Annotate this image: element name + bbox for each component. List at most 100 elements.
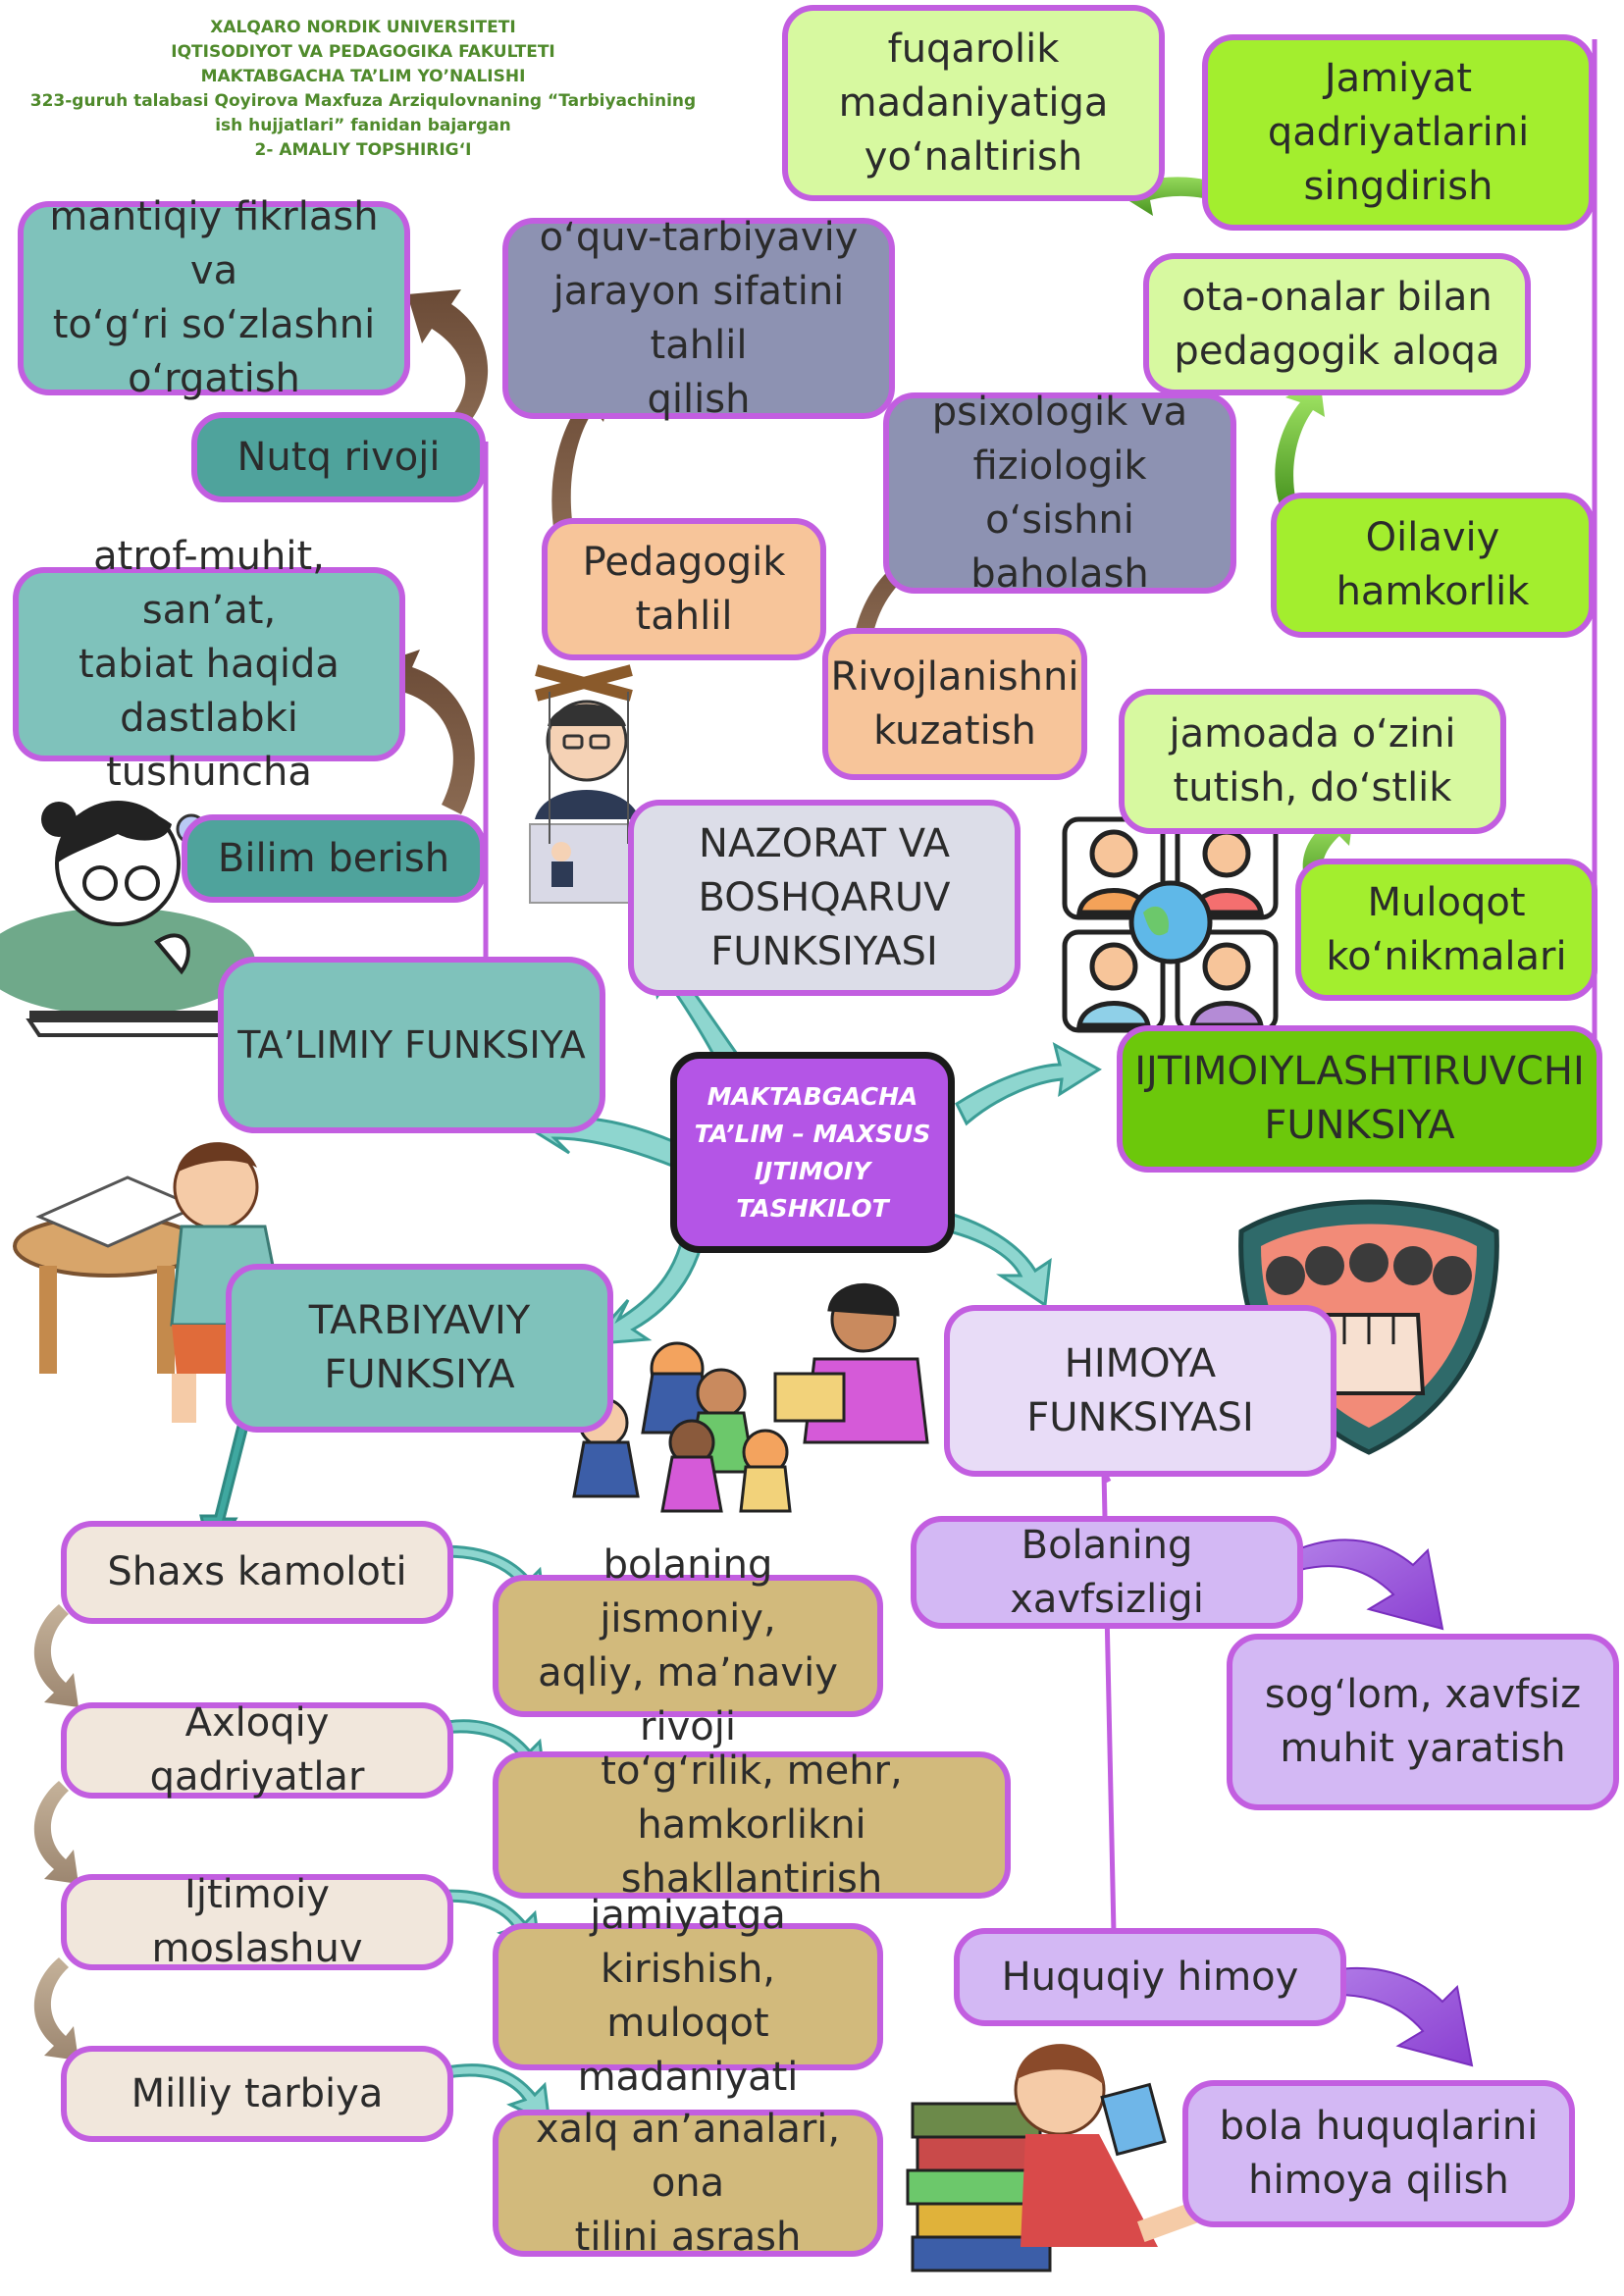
oilaviy-hamkorlik-node: Oilaviy hamkorlik xyxy=(1271,493,1595,638)
rivojlanish-line-1: Rivojlanishni xyxy=(830,653,1079,700)
muloqot-line-2: ko‘nikmalari xyxy=(1326,933,1567,979)
shaxs-label: Shaxs kamoloti xyxy=(107,1549,407,1594)
arrow-huquqiy xyxy=(1303,1966,1474,2067)
ijtimoiy-funksiya-node: IJTIMOIYLASHTIRUVCHI FUNKSIYA xyxy=(1117,1025,1602,1173)
faculty-name: IQTISODIYOT VA PEDAGOGIKA FAKULTETI xyxy=(171,42,555,62)
center-line-3: IJTIMOIY TASHKILOT xyxy=(736,1156,889,1223)
nazorat-funksiya-node: NAZORAT VA BOSHQARUV FUNKSIYASI xyxy=(628,800,1021,996)
jamiyat-line-2: qadriyatlarini xyxy=(1267,109,1530,155)
arrow-tan-1 xyxy=(33,1604,79,1707)
nutq-detail-line-1: mantiqiy fikrlash va xyxy=(49,194,379,293)
xavfsizlik-detail-node: sog‘lom, xavfsiz muhit yaratish xyxy=(1227,1634,1619,1810)
rivojlanish-detail-line-1: psixologik va xyxy=(931,389,1188,435)
himoya-title-1: HIMOYA xyxy=(1064,1340,1217,1386)
moslashuv-detail-line-2: muloqot madaniyati xyxy=(577,2001,799,2100)
muloqot-node: Muloqot ko‘nikmalari xyxy=(1295,859,1598,1001)
jamoada-line-2: tutish, do‘stlik xyxy=(1173,765,1452,810)
rivojlanish-line-2: kuzatish xyxy=(873,707,1036,754)
huquqiy-detail-node: bola huquqlarini himoya qilish xyxy=(1182,2080,1575,2227)
axloqiy-detail-line-2: shakllantirish xyxy=(620,1855,883,1902)
tarbiyaviy-funksiya-node: TARBIYAVIY FUNKSIYA xyxy=(226,1264,613,1433)
rivojlanish-detail-line-2: fiziologik o‘sishni xyxy=(972,443,1147,543)
shaxs-detail-node: bolaning jismoniy, aqliy, ma’naviy rivoj… xyxy=(493,1542,883,1749)
ijtimoiy-title-2: FUNKSIYA xyxy=(1264,1103,1455,1148)
arrow-to-tarbiyaviy xyxy=(585,1210,708,1346)
assignment-line: 2- AMALIY TOPSHIRIG‘I xyxy=(254,140,472,160)
milliy-detail-node: xalq an’analari, ona tilini asrash xyxy=(493,2107,883,2260)
bilim-label: Bilim berish xyxy=(217,835,450,881)
moslashuv-label: Ijtimoiy moslashuv xyxy=(151,1872,363,1971)
pedagogik-detail-node: o‘quv-tarbiyaviy jarayon sifatini tahlil… xyxy=(502,215,895,422)
huquqiy-detail-line-1: bola huquqlarini xyxy=(1219,2104,1539,2149)
jamiyat-node: Jamiyat qadriyatlarini singdirish xyxy=(1202,34,1595,231)
jamiyat-line-1: Jamiyat xyxy=(1324,55,1473,101)
milliy-detail-line-2: tilini asrash xyxy=(574,2214,802,2260)
arrow-pedagogik-up xyxy=(551,378,613,535)
arrow-tan-2 xyxy=(33,1781,79,1884)
reading-girl-icon xyxy=(0,801,255,1037)
rivojlanish-node: Rivojlanishni kuzatish xyxy=(822,628,1087,780)
nutq-detail-node: mantiqiy fikrlash va to‘g‘ri so‘zlashni … xyxy=(18,194,410,401)
university-name: XALQARO NORDIK UNIVERSITETI xyxy=(210,18,516,37)
arrow-nutq-up xyxy=(407,289,489,432)
milliy-detail-line-1: xalq an’analari, ona xyxy=(535,2106,841,2206)
jamoada-line-1: jamoada o‘zini xyxy=(1169,711,1456,757)
child-with-books-icon xyxy=(906,2044,1219,2272)
jamiyat-line-3: singdirish xyxy=(1303,163,1493,209)
xavfsizlik-detail-line-2: muhit yaratish xyxy=(1280,1726,1566,1771)
pedagogik-line-1: Pedagogik xyxy=(582,539,786,585)
tarbiyaviy-title-2: FUNKSIYA xyxy=(324,1352,515,1397)
fuqarolik-line-2: madaniyatiga xyxy=(838,79,1109,126)
nazorat-title-1: NAZORAT VA xyxy=(699,820,950,866)
nutq-rivoji-node: Nutq rivoji xyxy=(191,412,486,502)
arrow-to-ijtimoiy xyxy=(955,1042,1102,1126)
shaxs-kamoloti-node: Shaxs kamoloti xyxy=(61,1521,453,1624)
fuqarolik-node: fuqarolik madaniyatiga yo‘naltirish xyxy=(782,5,1165,201)
nutq-detail-line-3: o‘rgatish xyxy=(128,356,300,401)
ijtimoiy-title-1: IJTIMOIYLASHTIRUVCHI xyxy=(1134,1049,1585,1094)
arrow-to-himoya xyxy=(925,1207,1052,1308)
axloqiy-detail-line-1: to‘g‘rilik, mehr, hamkorlikni xyxy=(601,1748,903,1848)
jamoada-node: jamoada o‘zini tutish, do‘stlik xyxy=(1119,689,1506,834)
huquqiy-label: Huquqiy himoy xyxy=(1001,1954,1299,2000)
nazorat-title-2: BOSHQARUV xyxy=(698,874,951,920)
ota-onalar-node: ota-onalar bilan pedagogik aloqa xyxy=(1143,253,1531,395)
program-name: MAKTABGACHA TA’LIM YO’NALISHI xyxy=(200,67,526,86)
talimiy-funksiya-node: TA’LIMIY FUNKSIYA xyxy=(218,957,605,1133)
pedagogik-detail-line-3: qilish xyxy=(647,376,751,422)
nutq-detail-line-2: to‘g‘ri so‘zlashni xyxy=(52,302,376,347)
bilim-detail-line-3: dastlabki tushuncha xyxy=(106,695,312,795)
axloqiy-detail-node: to‘g‘rilik, mehr, hamkorlikni shakllanti… xyxy=(493,1748,1011,1902)
shaxs-detail-line-1: bolaning jismoniy, xyxy=(600,1541,776,1642)
central-topic: MAKTABGACHA TA’LIM – MAXSUS IJTIMOIY TAS… xyxy=(670,1052,955,1253)
milliy-tarbiya-node: Milliy tarbiya xyxy=(61,2046,453,2142)
arrow-milliy xyxy=(440,2063,551,2127)
oilaviy-line-1: Oilaviy xyxy=(1365,515,1500,560)
student-line: 323-guruh talabasi Qoyirova Maxfuza Arzi… xyxy=(29,91,697,111)
shaxs-detail-line-2: aqliy, ma’naviy rivoji xyxy=(538,1649,838,1749)
center-line-1: MAKTABGACHA xyxy=(707,1081,918,1111)
nutq-label: Nutq rivoji xyxy=(236,434,441,480)
moslashuv-detail-node: jamiyatga kirishish, muloqot madaniyati xyxy=(493,1893,883,2100)
fuqarolik-line-3: yo‘naltirish xyxy=(864,133,1083,180)
nazorat-title-3: FUNKSIYASI xyxy=(710,928,938,974)
arrow-xavfsizlik xyxy=(1293,1539,1444,1631)
pedagogik-line-2: tahlil xyxy=(635,593,733,639)
muloqot-line-1: Muloqot xyxy=(1367,879,1526,925)
xavfsizlik-label: Bolaning xavfsizligi xyxy=(1010,1522,1204,1622)
bilim-detail-node: atrof-muhit, san’at, tabiat haqida dastl… xyxy=(13,534,405,795)
oilaviy-line-2: hamkorlik xyxy=(1336,569,1530,614)
xavfsizlik-node: Bolaning xavfsizligi xyxy=(911,1516,1303,1629)
tarbiyaviy-title-1: TARBIYAVIY xyxy=(308,1298,531,1343)
people-globe-icon xyxy=(1062,816,1279,1033)
ota-onalar-line-1: ota-onalar bilan xyxy=(1181,274,1493,320)
center-line-2: TA’LIM – MAXSUS xyxy=(694,1119,931,1148)
milliy-label: Milliy tarbiya xyxy=(131,2070,384,2116)
rivojlanish-detail-line-3: baholash xyxy=(970,550,1149,597)
himoya-title-2: FUNKSIYASI xyxy=(1026,1394,1254,1440)
himoya-funksiya-node: HIMOYA FUNKSIYASI xyxy=(944,1305,1336,1477)
ota-onalar-line-2: pedagogik aloqa xyxy=(1174,328,1500,374)
pedagogik-detail-line-1: o‘quv-tarbiyaviy xyxy=(539,214,859,260)
